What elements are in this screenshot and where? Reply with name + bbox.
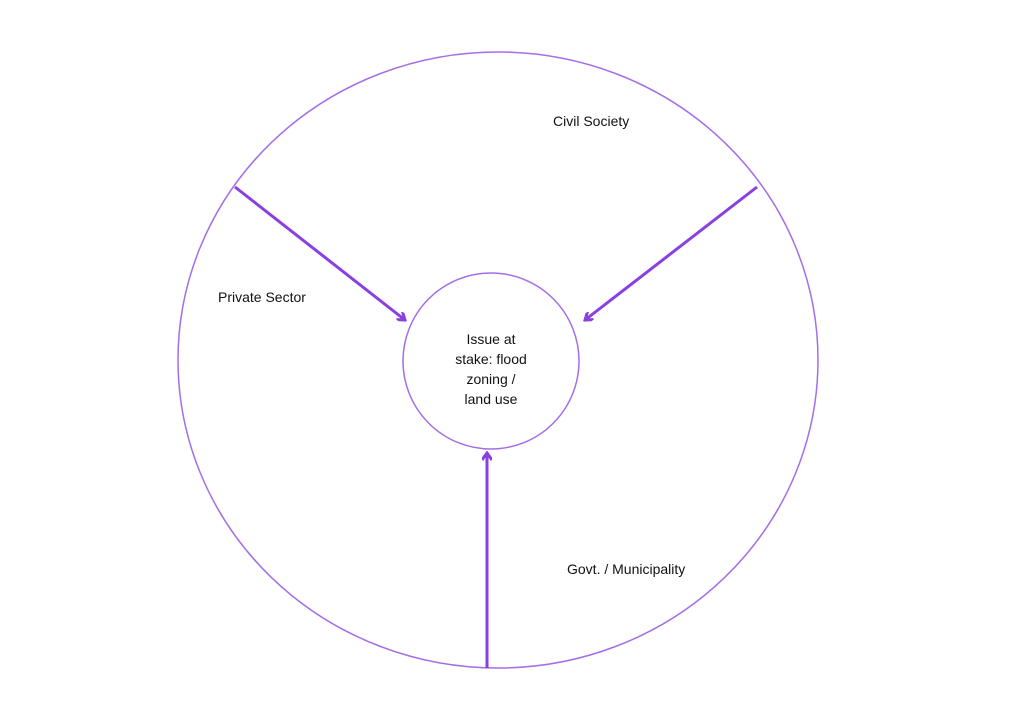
center-line: stake: flood <box>455 351 527 367</box>
inner-circle <box>402 272 580 450</box>
outer-circle <box>177 51 819 669</box>
arrow-private-sector <box>234 185 405 320</box>
label-civil-society: Civil Society <box>553 113 630 129</box>
label-private-sector: Private Sector <box>218 289 306 305</box>
center-issue-text: Issue at stake: flood zoning / land use <box>431 329 551 409</box>
label-govt-municipality: Govt. / Municipality <box>567 561 686 577</box>
center-line: land use <box>464 391 518 407</box>
arrow-civil-society <box>585 185 758 320</box>
center-line: Issue at <box>466 331 516 347</box>
center-line: zoning / <box>466 371 516 387</box>
